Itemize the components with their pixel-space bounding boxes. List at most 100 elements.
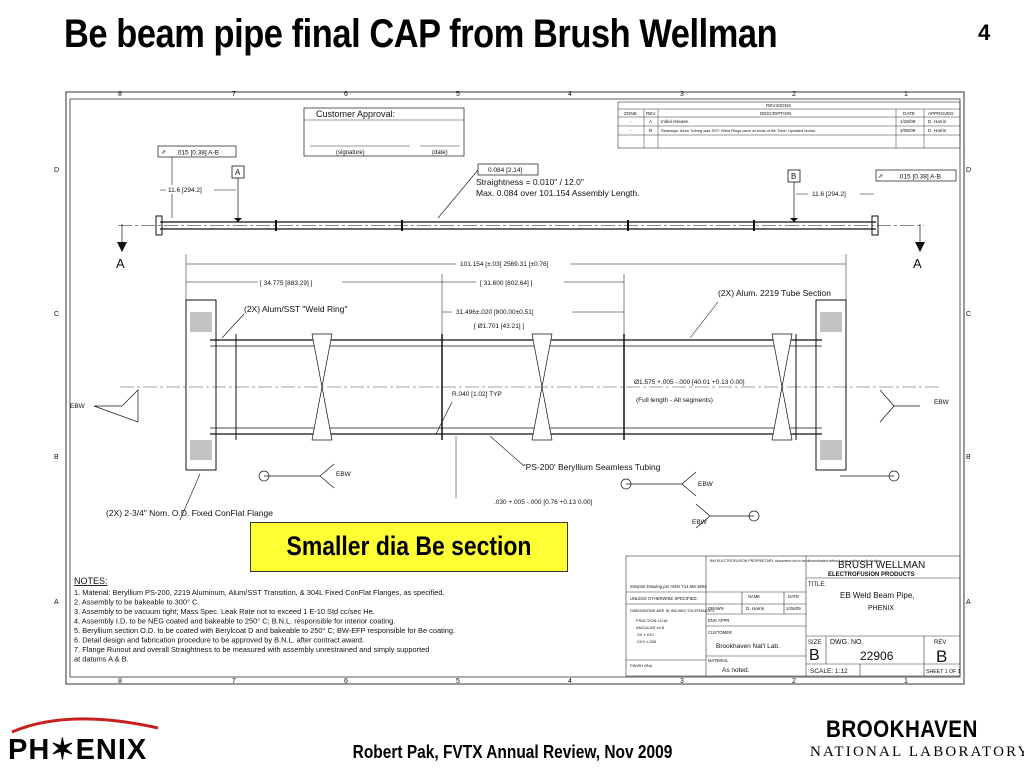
svg-text:1/26/09: 1/26/09: [900, 119, 916, 124]
dim-right-text: 11.6 [294.2]: [812, 191, 846, 198]
tb-dims: DIMENSIONS ARE IN INCHES TOLERANCES:: [630, 608, 715, 613]
tb-frac: FRACTION ±1/16: [636, 618, 668, 623]
tb-dwg-label: DWG. NO.: [830, 639, 863, 646]
tb-title-label: TITLE:: [808, 582, 826, 588]
tb-unless: UNLESS OTHERWISE SPECIFIED:: [630, 596, 698, 601]
tb-eng: ENG APPR.: [708, 618, 731, 623]
slide-number: 4: [978, 20, 991, 45]
tb-rev-label: REV: [934, 640, 946, 646]
zone-top: 8: [118, 91, 122, 98]
datum-b: B: [791, 172, 796, 181]
svg-text:REVISIONS: REVISIONS: [766, 103, 791, 108]
ebw-label: EBW: [692, 519, 708, 526]
dim-be: 31.496±.020 [800.00±0.51]: [456, 309, 534, 316]
zone-side: A: [54, 599, 59, 606]
dim-be-dia: [ Ø1.701 [43.21] ]: [474, 323, 524, 330]
tb-proprietary: BW ELECTROFUSION PROPRIETARY document no…: [710, 559, 882, 563]
signature-label: (signature): [336, 150, 365, 156]
phenix-wordmark: PH✶ENIX: [8, 734, 148, 766]
note-line: at datums A & B.: [74, 655, 129, 664]
tb-customer-label: CUSTOMER: [708, 630, 732, 635]
svg-text:A: A: [649, 119, 653, 124]
zone-bottom: 6: [344, 678, 348, 685]
zone-side: B: [54, 454, 59, 461]
note-line: 3. Assembly to be vacuum tight; Mass Spe…: [74, 607, 375, 616]
zone-top: 4: [568, 91, 572, 98]
date-label: (date): [432, 150, 448, 156]
zone-side: D: [966, 167, 971, 174]
phenix-logo: PH✶ENIX: [8, 712, 168, 766]
tb-material: As noted.: [722, 667, 750, 674]
note-line: 5. Beryllium section O.D. to be coated w…: [74, 626, 455, 635]
note-line: 6. Detail design and fabrication procedu…: [74, 636, 364, 645]
note-line: 4. Assembly I.D. to be NEG coated and ba…: [74, 617, 395, 626]
highlight-callout-text: Smaller dia Be section: [286, 531, 532, 561]
tb-sheet: SHEET 1 OF 1: [926, 669, 961, 675]
bnl-logo-top: BROOKHAVEN: [826, 716, 978, 743]
tb-size-label: SIZE: [808, 640, 821, 646]
zone-bottom: 4: [568, 678, 572, 685]
fcf-right: [875, 169, 957, 182]
zone-top: 3: [680, 91, 684, 98]
dim-overall: 101.154 [±.03] 2569.31 [±0.76]: [460, 261, 549, 268]
svg-text:Initial release.: Initial release.: [661, 119, 689, 124]
footer-credit: Robert Pak, FVTX Annual Review, Nov 2009: [352, 742, 673, 762]
slide-title: Be beam pipe final CAP from Brush Wellma…: [64, 12, 778, 56]
ebw-label: EBW: [336, 471, 352, 478]
zone-bottom: 1: [904, 678, 908, 685]
datum-a: A: [235, 168, 241, 177]
tb-size: B: [809, 647, 820, 664]
straightness-line-1: Straightness = 0.010" / 12.0": [476, 177, 584, 187]
section-a-left: A: [116, 256, 125, 271]
phenix-swoosh-icon: [11, 717, 159, 734]
svg-text:-: -: [630, 119, 632, 124]
zone-side: B: [966, 454, 971, 461]
svg-text:D. Harris: D. Harris: [928, 119, 947, 124]
svg-text:Redesign: Alum Tubing was SST;: Redesign: Alum Tubing was SST; Weld Ring…: [661, 128, 816, 133]
zone-top: 6: [344, 91, 348, 98]
note-line: 1. Material: Beryllium PS-200, 2219 Alum…: [74, 588, 445, 597]
zone-side: D: [54, 167, 59, 174]
zone-bottom: 8: [118, 678, 122, 685]
zone-top: 2: [792, 91, 796, 98]
tb-xxx: .XXX ±.005: [636, 639, 657, 644]
note-line: 2. Assembly to be bakeable to 300° C.: [74, 598, 199, 607]
tb-name-hdr: NAME: [748, 594, 760, 599]
tb-company: BRUSH WELLMAN: [838, 560, 925, 571]
tb-date-hdr: DATE: [788, 594, 799, 599]
tb-drawn-label: DRAWN: [708, 606, 724, 611]
straightness-box: [477, 163, 539, 176]
revisions-table: REVISIONS ZONE REV. DESCRIPTION DATE APP…: [617, 101, 961, 149]
tb-division: ELECTROFUSION PRODUCTS: [828, 572, 915, 578]
svg-text:⇗: ⇗: [161, 150, 166, 156]
fcf-right-text: .015 [0.38] A-B: [898, 174, 941, 181]
dim-34: [ 34.775 [883.29] ]: [260, 280, 313, 287]
upper-pipe-view: [118, 215, 924, 236]
zone-top: 7: [232, 91, 236, 98]
fcf-left-text: .015 [0.38] A-B: [176, 150, 219, 157]
svg-text:DATE: DATE: [903, 111, 915, 116]
zone-side: C: [54, 311, 59, 318]
alum-tube-label: (2X) Alum. 2219 Tube Section: [718, 288, 831, 298]
svg-text:3/05/09: 3/05/09: [900, 128, 916, 133]
zone-bottom: 7: [232, 678, 236, 685]
fcf-left: [157, 145, 237, 158]
tb-xx: .XX ±.010: [636, 632, 654, 637]
tb-rev: B: [936, 647, 947, 666]
section-view: [120, 299, 940, 471]
engineering-drawing: 8 7 6 5 4 3 2 1 8 7 6 5 4 3 2 1 D C B A …: [0, 84, 1024, 704]
wall-label: .030 +.005 -.000 [0.76 +0.13 0.00]: [494, 499, 592, 506]
notes-title: NOTES:: [74, 576, 108, 586]
dim-left-text: 11.6 [294.2]: [168, 187, 202, 194]
ebw-label: EBW: [934, 399, 950, 406]
customer-approval-box: [303, 107, 465, 157]
drawing-inner-border: [69, 98, 961, 678]
zone-side: A: [966, 599, 971, 606]
tb-drawn: D. Harris: [746, 606, 765, 611]
zone-side: C: [966, 311, 971, 318]
highlight-callout: Smaller dia Be section: [250, 522, 568, 572]
svg-text:REV.: REV.: [646, 111, 656, 116]
svg-text:APPROVED: APPROVED: [928, 111, 954, 116]
radius-label: R.040 [1.02] TYP: [452, 391, 502, 398]
svg-text:D. Harris: D. Harris: [928, 128, 947, 133]
